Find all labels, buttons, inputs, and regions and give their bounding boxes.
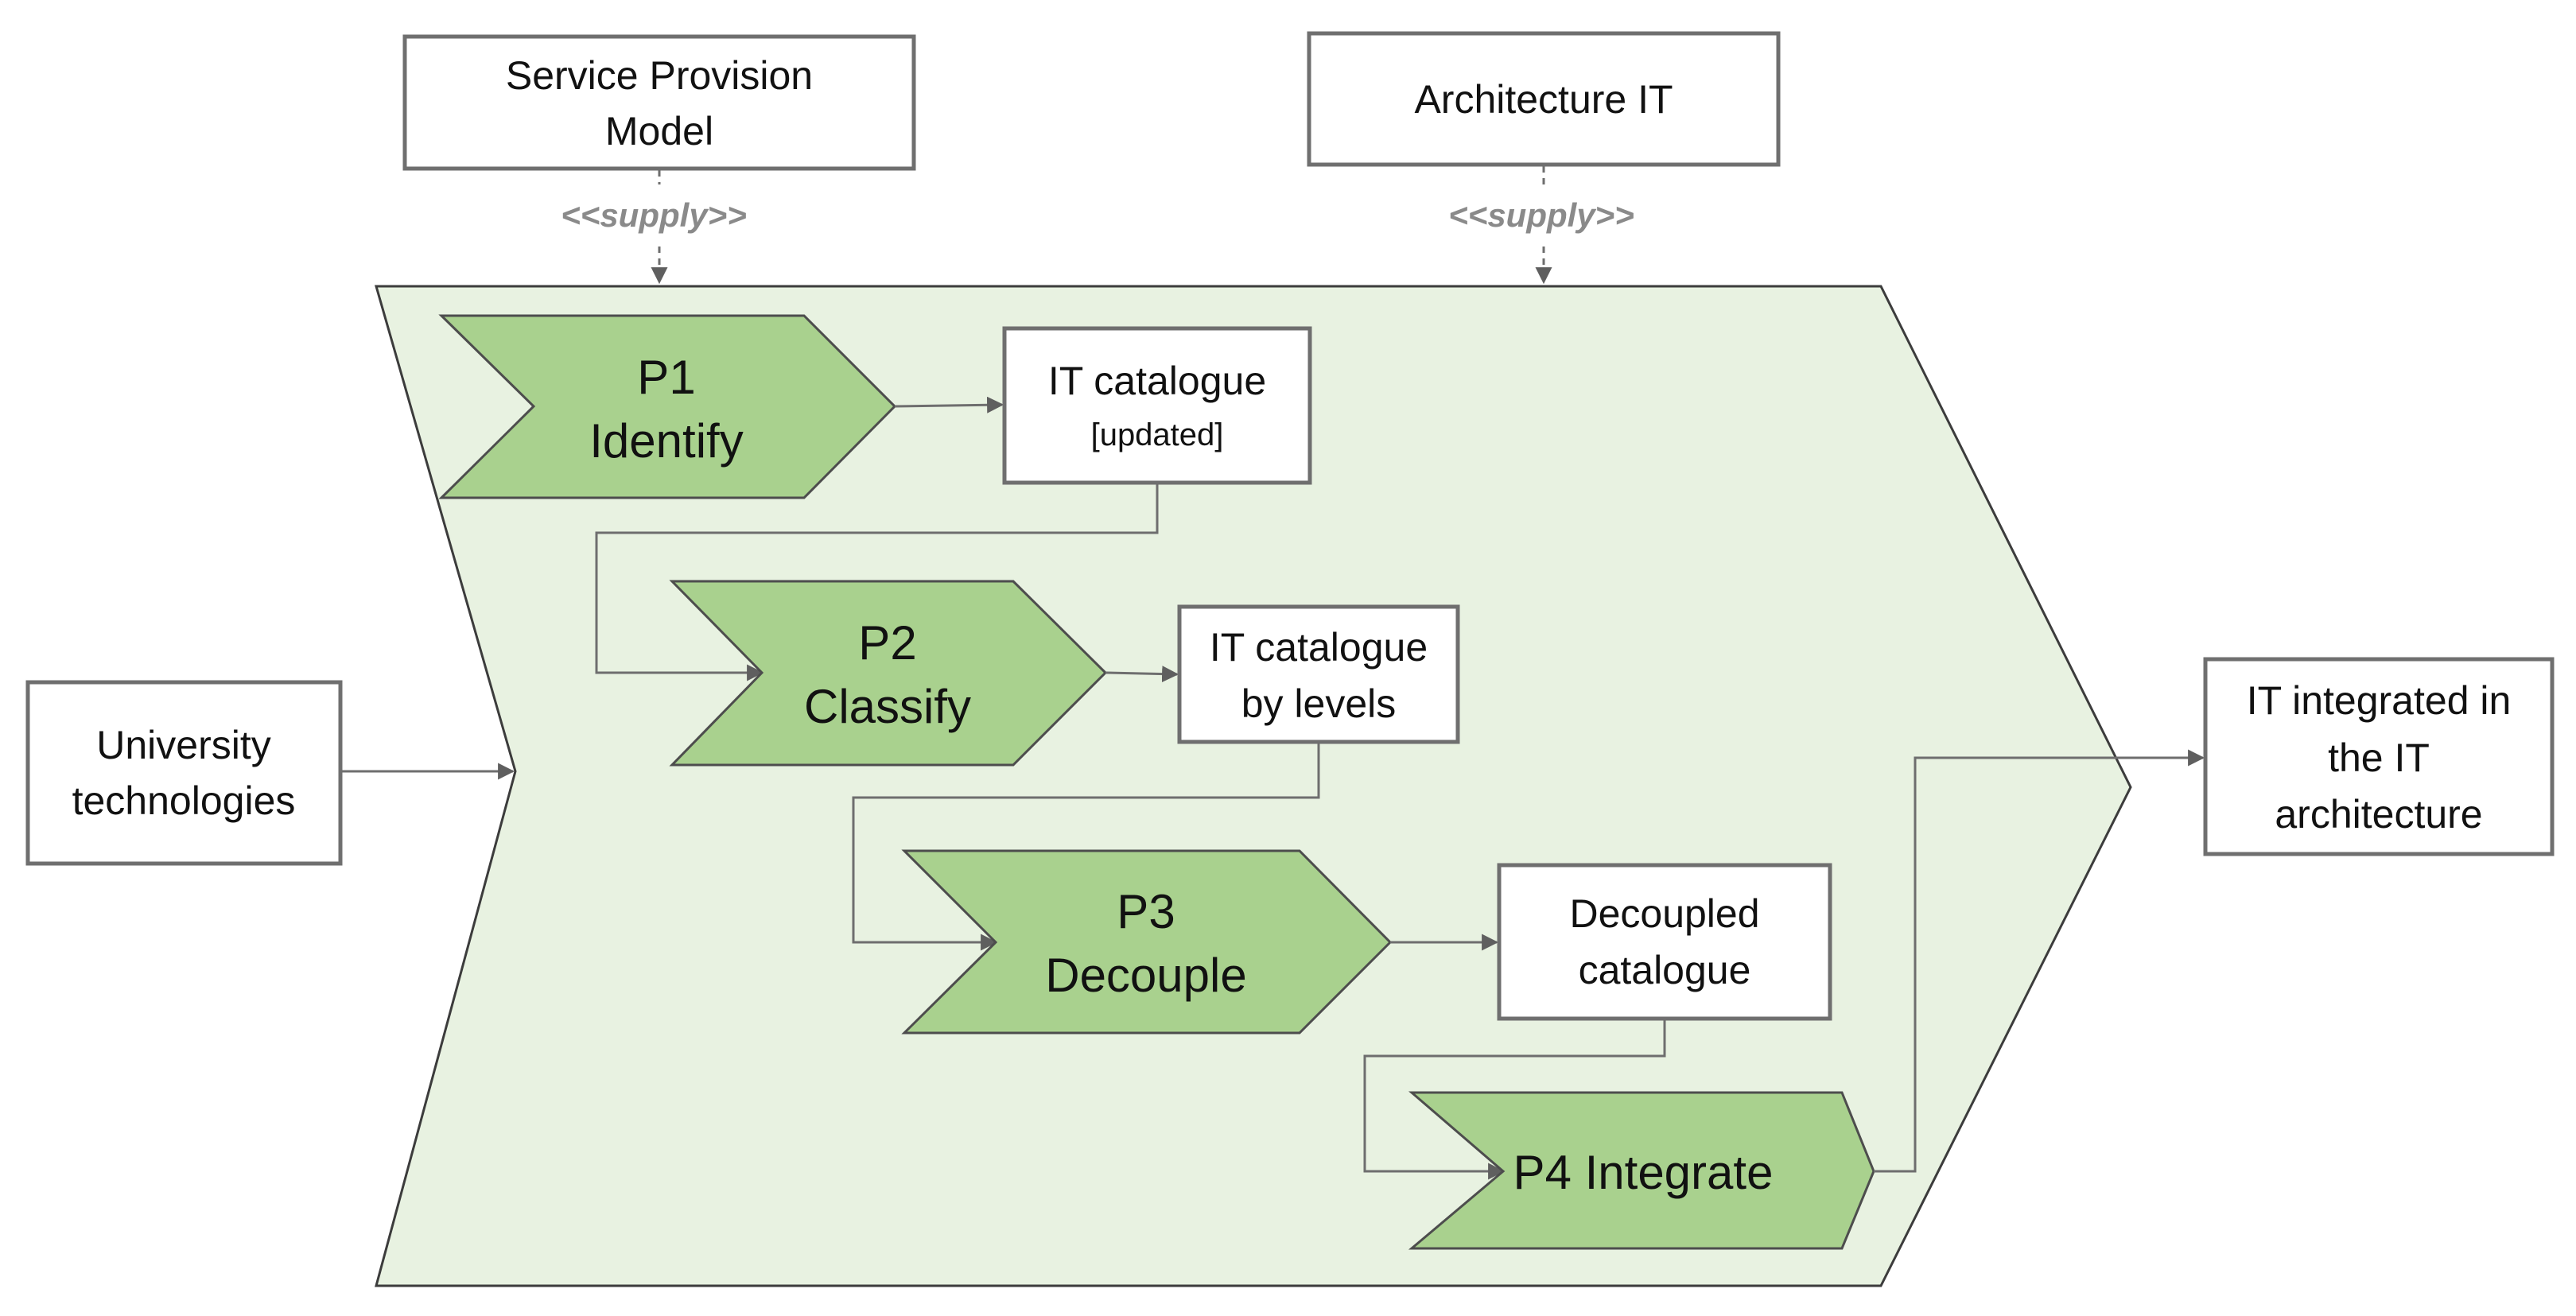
step-p3	[901, 849, 1393, 1035]
it-integrated-output-box	[2203, 657, 2555, 856]
decoupled-catalogue-line-2: catalogue	[1579, 948, 1751, 992]
connector-catalogue-levels-to-p3	[852, 743, 1320, 951]
connector-p4-to-output	[1874, 749, 2205, 1173]
step-p2	[669, 580, 1108, 767]
architecture-it-label: Architecture IT	[1414, 77, 1673, 122]
step-p1-code: P1	[637, 351, 695, 404]
it-catalogue-updated-note: [updated]	[1091, 417, 1224, 452]
step-p2-name: Classify	[804, 680, 971, 733]
architecture-it-box	[1307, 31, 1781, 167]
step-p2-code: P2	[858, 616, 916, 670]
it-integrated-output-line-1: IT integrated in	[2247, 678, 2512, 723]
university-technologies-box	[25, 680, 343, 866]
supply-label-left: <<supply>>	[561, 196, 746, 234]
step-p1-name: Identify	[589, 414, 743, 468]
university-technologies-line-1: University	[96, 723, 270, 767]
it-catalogue-updated-box	[1002, 326, 1312, 485]
it-catalogue-by-levels-line-2: by levels	[1241, 681, 1397, 726]
decoupled-catalogue-box	[1497, 863, 1832, 1021]
it-integrated-output-line-2: the IT	[2328, 736, 2430, 780]
connector-p1-to-catalogue	[894, 396, 1004, 413]
connector-catalogue-to-p2	[595, 484, 1159, 681]
university-technologies-line-2: technologies	[72, 778, 296, 823]
step-p3-code: P3	[1117, 885, 1175, 938]
supply-label-right: <<supply>>	[1448, 196, 1634, 234]
step-p4	[1408, 1091, 1875, 1250]
step-p1	[438, 314, 897, 499]
it-catalogue-updated-title: IT catalogue	[1048, 359, 1266, 403]
it-catalogue-by-levels-box	[1177, 604, 1460, 744]
service-provision-model-line-1: Service Provision	[506, 53, 813, 98]
step-p3-name: Decouple	[1045, 949, 1247, 1002]
decoupled-catalogue-line-1: Decoupled	[1569, 891, 1759, 936]
connector-decoupled-to-p4	[1363, 1020, 1666, 1180]
connector-p2-to-catalogue-levels	[1105, 666, 1179, 683]
process-container	[375, 285, 2132, 1287]
it-integrated-output-line-3: architecture	[2275, 792, 2482, 837]
service-provision-model-box	[402, 34, 916, 171]
service-provision-model-line-2: Model	[605, 109, 713, 153]
step-p4-name: P4 Integrate	[1513, 1146, 1774, 1199]
it-catalogue-by-levels-line-1: IT catalogue	[1210, 625, 1428, 670]
